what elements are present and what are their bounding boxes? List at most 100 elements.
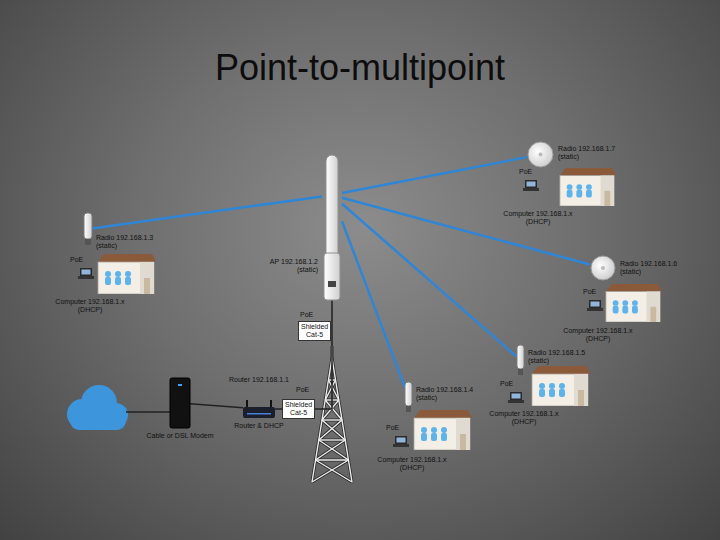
device-label: Radio 192.168.1.6 (static) <box>620 260 688 277</box>
router-box: Router 192.168.1.1Router & DHCP <box>243 400 275 418</box>
router-light <box>247 413 271 415</box>
laptop-screen <box>395 436 407 444</box>
radio-body <box>405 382 412 406</box>
radio-mount <box>85 239 91 245</box>
device-label: Computer 192.168.1.x (DHCP) <box>370 456 454 473</box>
antenna-base <box>324 253 340 300</box>
radio-mount <box>518 369 523 375</box>
device-label: Computer 192.168.1.x (DHCP) <box>48 298 132 315</box>
computer-icon: Computer 192.168.1.x (DHCP) <box>587 300 603 312</box>
laptop-screen <box>589 300 601 308</box>
client-radio <box>517 345 524 375</box>
client-radio <box>405 382 412 412</box>
wireless-link <box>92 196 322 228</box>
house <box>532 366 590 406</box>
internet-wire <box>126 411 170 413</box>
house <box>606 284 662 322</box>
house <box>414 410 472 450</box>
client-dish <box>527 141 554 168</box>
laptop-base <box>393 444 409 447</box>
cable-link <box>275 300 332 409</box>
laptop-display <box>512 394 521 399</box>
poe-label: PoE <box>500 380 513 388</box>
cloud-part <box>70 412 126 430</box>
client-radio <box>84 213 92 245</box>
device-label: Router 192.168.1.1 <box>226 376 292 384</box>
computer-icon <box>508 392 524 404</box>
cable-label: Shielded Cat-5 <box>298 321 331 342</box>
radio-body <box>84 213 92 239</box>
ap-antenna: AP 192.168.1.2 (static) <box>322 155 342 300</box>
device-label: Radio 192.168.1.7 (static) <box>558 145 626 162</box>
computer-icon <box>393 436 409 448</box>
internet-cloud <box>67 385 128 430</box>
client-radio: Radio 192.168.1.4 (static) <box>405 382 412 412</box>
device-label: AP 192.168.1.2 (static) <box>252 258 318 275</box>
laptop-display <box>527 182 536 187</box>
router-box <box>243 400 275 418</box>
modem-body <box>170 378 190 428</box>
cable-label: Shielded Cat-5 <box>282 399 315 420</box>
device-label: Cable or DSL Modem <box>145 432 215 440</box>
dish-feed <box>539 153 543 157</box>
poe-label: PoE <box>70 256 83 264</box>
dish-reflector <box>591 256 615 280</box>
wireless-link <box>342 204 517 357</box>
dish-reflector <box>528 142 553 167</box>
computer-icon: Computer 192.168.1.x (DHCP) <box>78 268 94 280</box>
client-radio: Radio 192.168.1.5 (static) <box>517 345 524 375</box>
laptop-base <box>523 188 539 191</box>
wireless-link <box>342 157 527 193</box>
device-label: Radio 192.168.1.3 (static) <box>96 234 164 251</box>
house <box>560 168 616 206</box>
modem-box: Cable or DSL Modem <box>170 378 190 428</box>
computer-icon <box>523 180 539 192</box>
wireless-link <box>342 198 590 265</box>
device-label: Computer 192.168.1.x (DHCP) <box>482 410 566 427</box>
device-label: Radio 192.168.1.4 (static) <box>416 386 484 403</box>
computer-icon <box>587 300 603 312</box>
radio-body <box>517 345 524 369</box>
house <box>98 254 156 294</box>
router-antenna <box>270 400 272 407</box>
poe-label: PoE <box>386 424 399 432</box>
computer-icon: Computer 192.168.1.x (DHCP) <box>508 392 524 404</box>
client-radio: Radio 192.168.1.3 (static) <box>84 213 92 245</box>
modem-light <box>178 384 182 386</box>
poe-label: PoE <box>583 288 596 296</box>
cable-link <box>190 404 243 408</box>
radio-mount <box>406 406 411 412</box>
laptop-screen <box>525 180 537 188</box>
client-dish: Radio 192.168.1.6 (static) <box>590 255 616 281</box>
diagram-title: Point-to-multipoint <box>0 46 720 89</box>
antenna-port <box>328 281 336 287</box>
computer-icon <box>78 268 94 280</box>
device-label: Radio 192.168.1.5 (static) <box>528 349 596 366</box>
laptop-display <box>397 438 406 443</box>
poe-label: PoE <box>300 311 313 319</box>
laptop-base <box>587 308 603 311</box>
laptop-display <box>82 270 91 275</box>
device-label: Computer 192.168.1.x (DHCP) <box>556 327 640 344</box>
laptop-screen <box>80 268 92 276</box>
poe-label: PoE <box>519 168 532 176</box>
ap-antenna <box>322 155 342 300</box>
wireless-link <box>342 221 405 387</box>
laptop-display <box>591 302 600 307</box>
laptop-base <box>508 400 524 403</box>
router-antenna <box>246 400 248 407</box>
device-label: Computer 192.168.1.x (DHCP) <box>496 210 580 227</box>
device-label: Router & DHCP <box>226 422 292 430</box>
modem-box <box>170 378 190 428</box>
computer-icon: Computer 192.168.1.x (DHCP) <box>393 436 409 448</box>
dish-feed <box>601 266 605 270</box>
poe-label: PoE <box>296 386 309 394</box>
laptop-base <box>78 276 94 279</box>
computer-icon: Computer 192.168.1.x (DHCP) <box>523 180 539 192</box>
laptop-screen <box>510 392 522 400</box>
client-dish: Radio 192.168.1.7 (static) <box>527 141 554 168</box>
router-body <box>243 407 275 418</box>
client-dish <box>590 255 616 281</box>
